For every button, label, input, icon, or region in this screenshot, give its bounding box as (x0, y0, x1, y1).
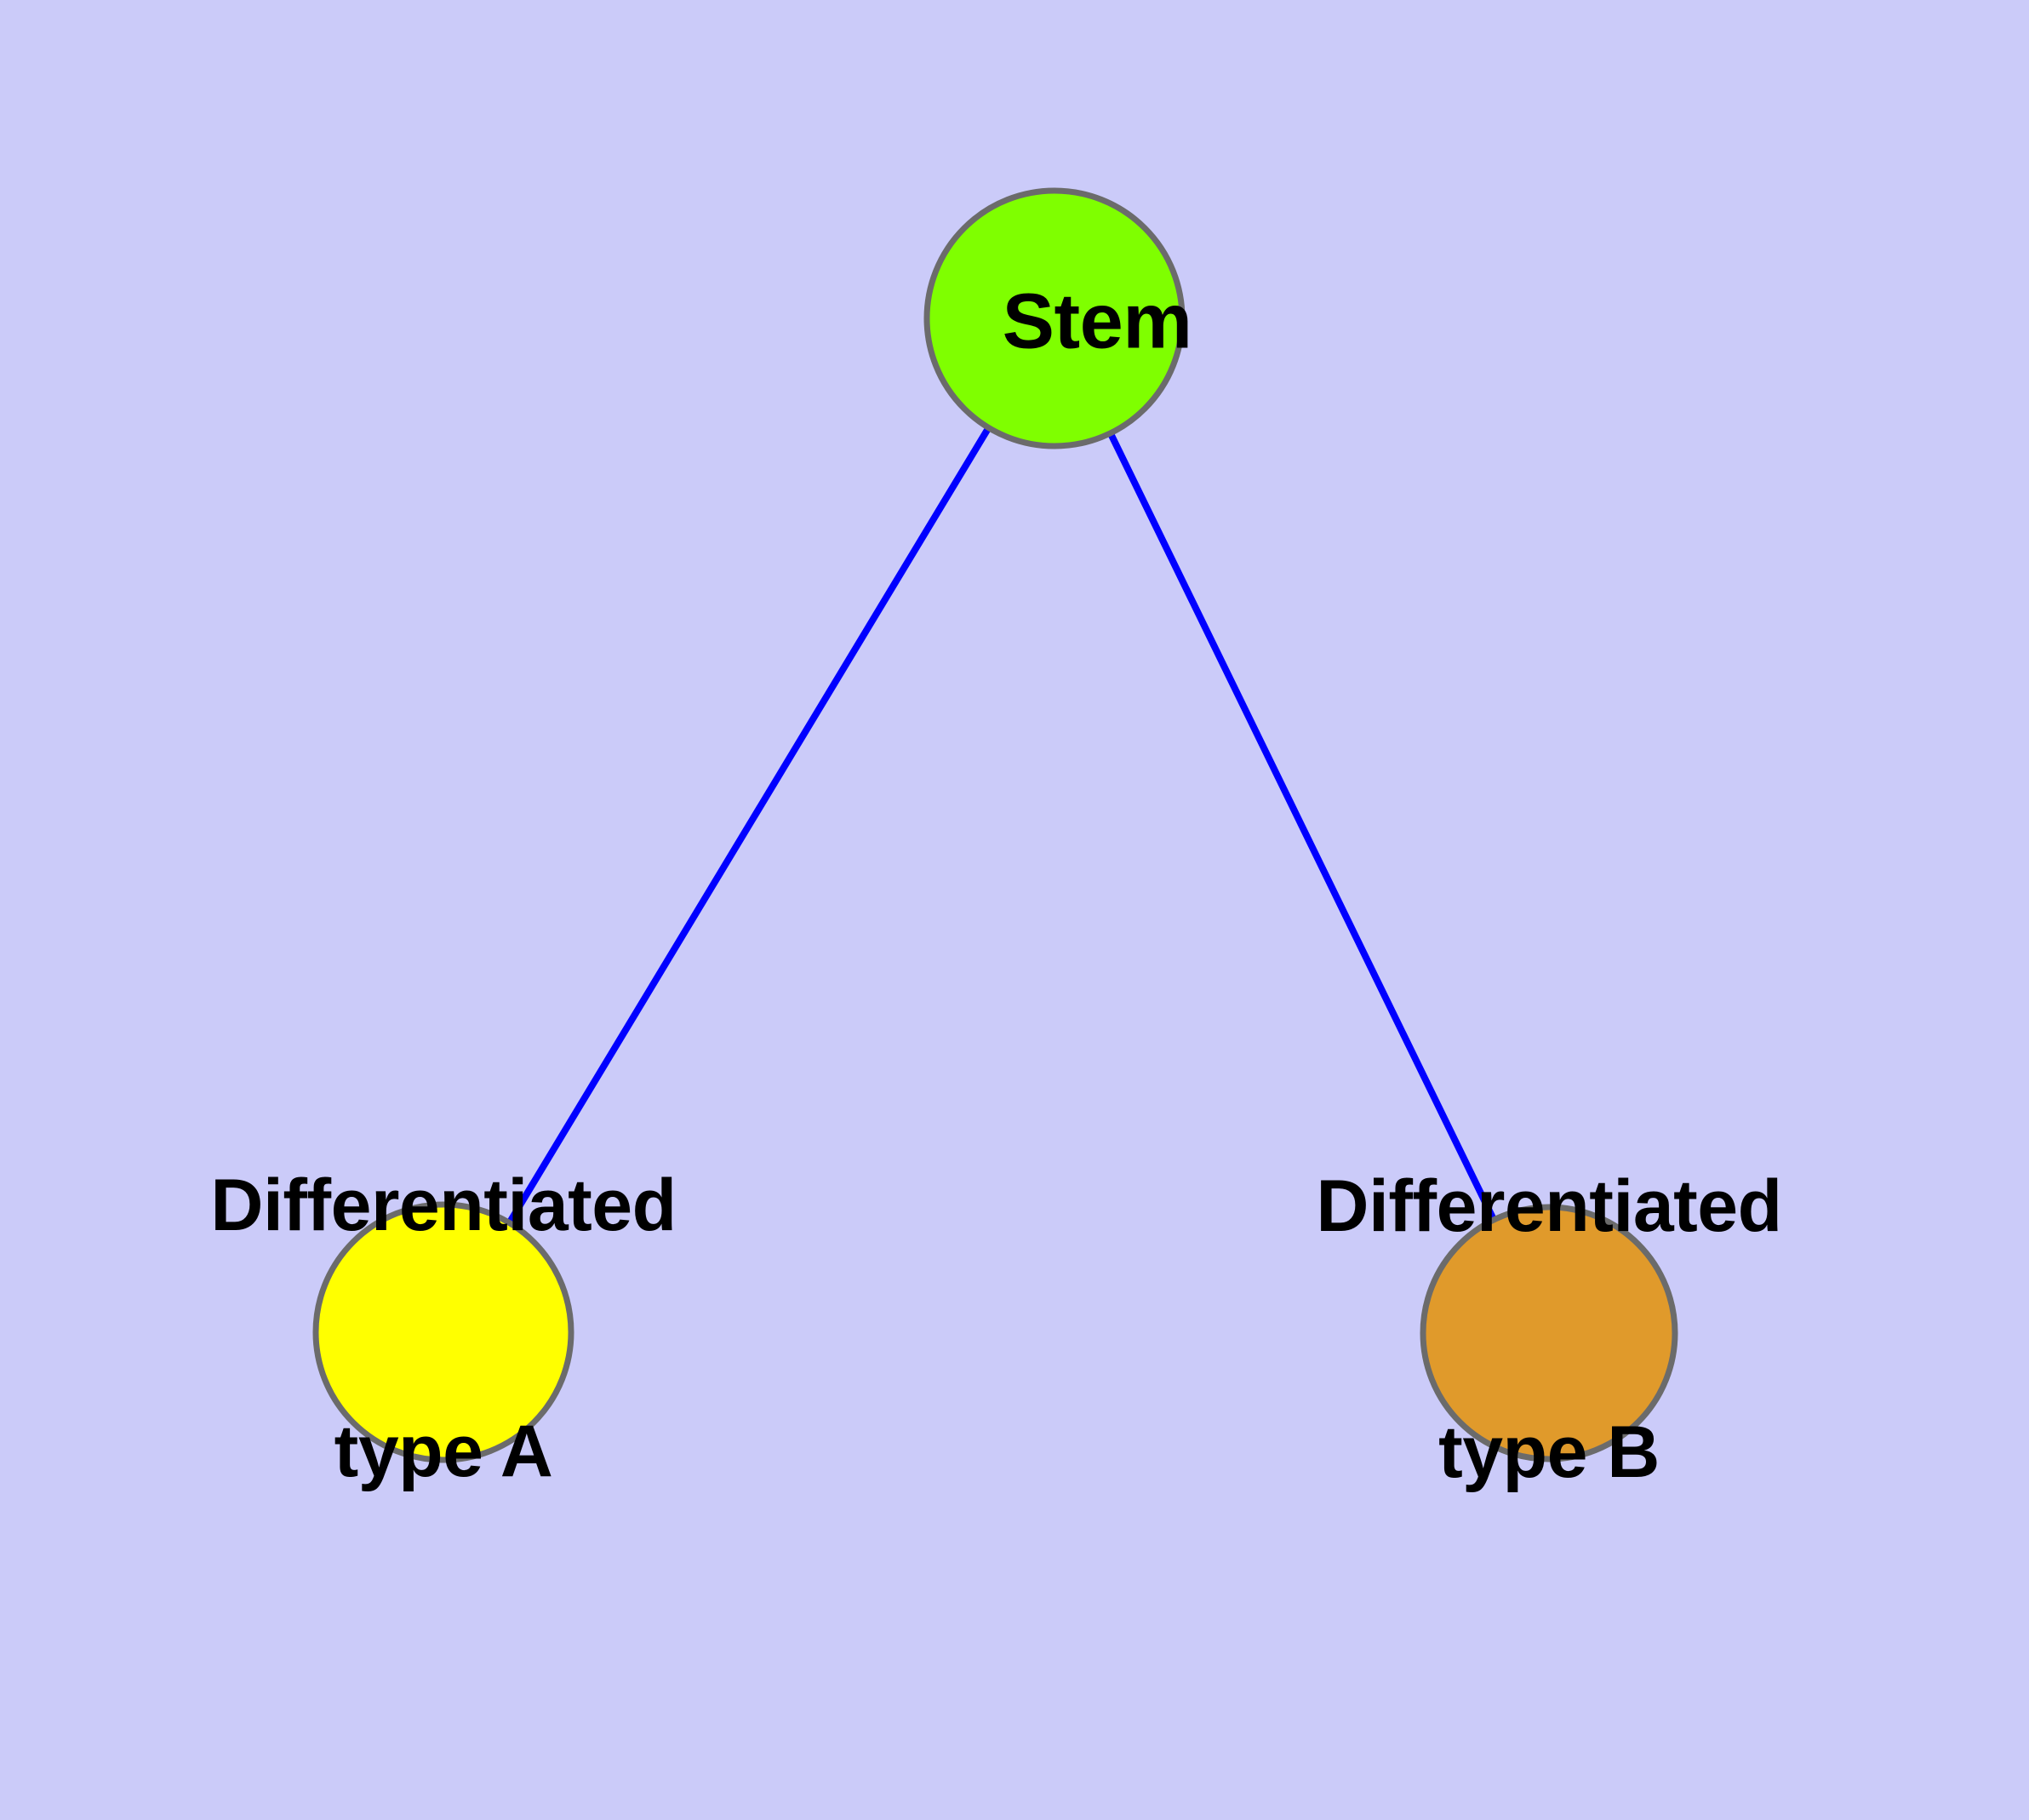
edge-layer (440, 316, 1552, 1335)
node-differentiated-type-b[interactable] (1420, 1204, 1678, 1462)
node-stem[interactable] (923, 187, 1186, 449)
node-layer (312, 187, 1678, 1463)
edge-stem-to-differentiated-type-b[interactable] (1051, 317, 1552, 1335)
edge-stem-to-differentiated-type-a[interactable] (440, 316, 1058, 1335)
node-differentiated-type-a[interactable] (312, 1201, 574, 1463)
